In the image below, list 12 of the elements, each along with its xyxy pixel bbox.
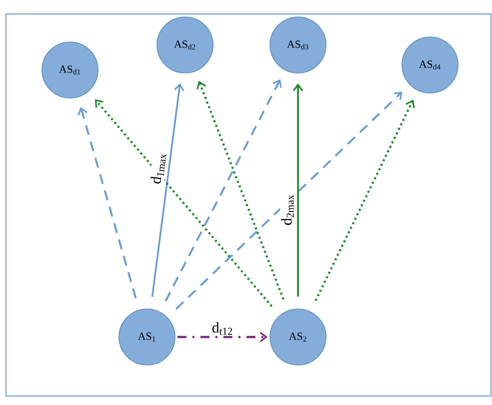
edge-label: d$_{1max}$ (148, 151, 168, 186)
arrow (164, 79, 282, 302)
arrow (175, 92, 402, 310)
arrow (196, 80, 284, 300)
arrow (94, 99, 273, 307)
edge-label: d$_{t12}$ (210, 321, 234, 336)
arrow (151, 83, 184, 298)
arrow (314, 100, 415, 302)
edge-label: d$_{2max}$ (280, 193, 295, 226)
arrow (177, 332, 268, 342)
arrow (292, 83, 304, 297)
arrow (78, 106, 137, 298)
